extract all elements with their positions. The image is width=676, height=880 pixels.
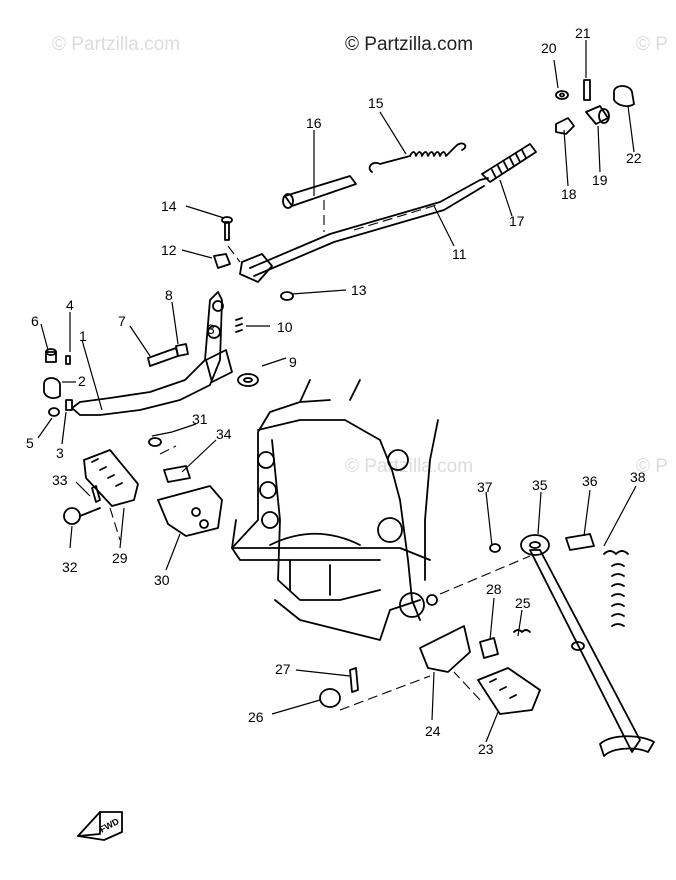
leader-lines [37,40,637,743]
callout-22: 22 [626,150,642,166]
callout-33: 33 [52,472,68,488]
fwd-arrow: FWD [77,811,123,841]
callout-1: 1 [79,328,87,344]
callout-32: 32 [62,559,78,575]
brake-pedal [71,291,233,416]
callout-16: 16 [306,115,322,131]
rod-end-parts [555,79,635,135]
callout-31: 31 [192,411,208,427]
callout-11: 11 [452,246,467,262]
callout-2: 2 [78,373,86,389]
callout-25: 25 [515,595,531,611]
callout-24: 24 [425,723,441,739]
callout-28: 28 [486,581,502,597]
callout-4: 4 [66,297,74,313]
left-footrest [63,437,223,537]
callout-3b: 3 [207,321,215,337]
callout-13: 13 [351,282,367,298]
callout-30: 30 [154,572,170,588]
callout-17: 17 [509,213,525,229]
callout-7: 7 [118,313,126,329]
callout-19: 19 [592,172,608,188]
watermark-faint: © P [636,456,668,477]
brake-rod [239,143,537,283]
callout-29: 29 [112,550,128,566]
callout-14: 14 [161,198,177,214]
callout-8: 8 [165,287,173,303]
callout-20: 20 [541,40,557,56]
callout-27: 27 [275,661,291,677]
callout-12: 12 [161,242,177,258]
callout-5: 5 [26,435,34,451]
right-footrest [319,625,541,715]
callout-37: 37 [477,479,493,495]
callout-10: 10 [277,319,293,335]
watermark-faint: © Partzilla.com [52,34,181,55]
callout-38: 38 [630,469,646,485]
callout-18: 18 [561,186,577,202]
callout-9: 9 [289,354,297,370]
return-spring [368,142,467,173]
watermark-faint: © P [636,34,668,55]
small-fasteners [43,216,294,417]
pivot-shaft [282,175,357,209]
callout-15: 15 [368,95,384,111]
callout-21: 21 [575,25,591,41]
callout-34: 34 [216,426,232,442]
assembly-lines [109,200,531,711]
watermark-main: © Partzilla.com [345,34,474,55]
callout-36: 36 [582,473,598,489]
callout-35: 35 [532,477,548,493]
watermark-faint: © Partzilla.com [345,456,474,477]
callout-6: 6 [31,313,39,329]
frame [231,379,439,641]
fwd-label: FWD [98,816,121,835]
callout-labels: 1 2 3 3 4 5 6 7 8 9 10 11 12 13 14 15 16… [26,25,646,757]
callout-3: 3 [56,445,64,461]
callout-23: 23 [478,741,494,757]
side-stand [489,533,655,757]
callout-26: 26 [248,709,264,725]
